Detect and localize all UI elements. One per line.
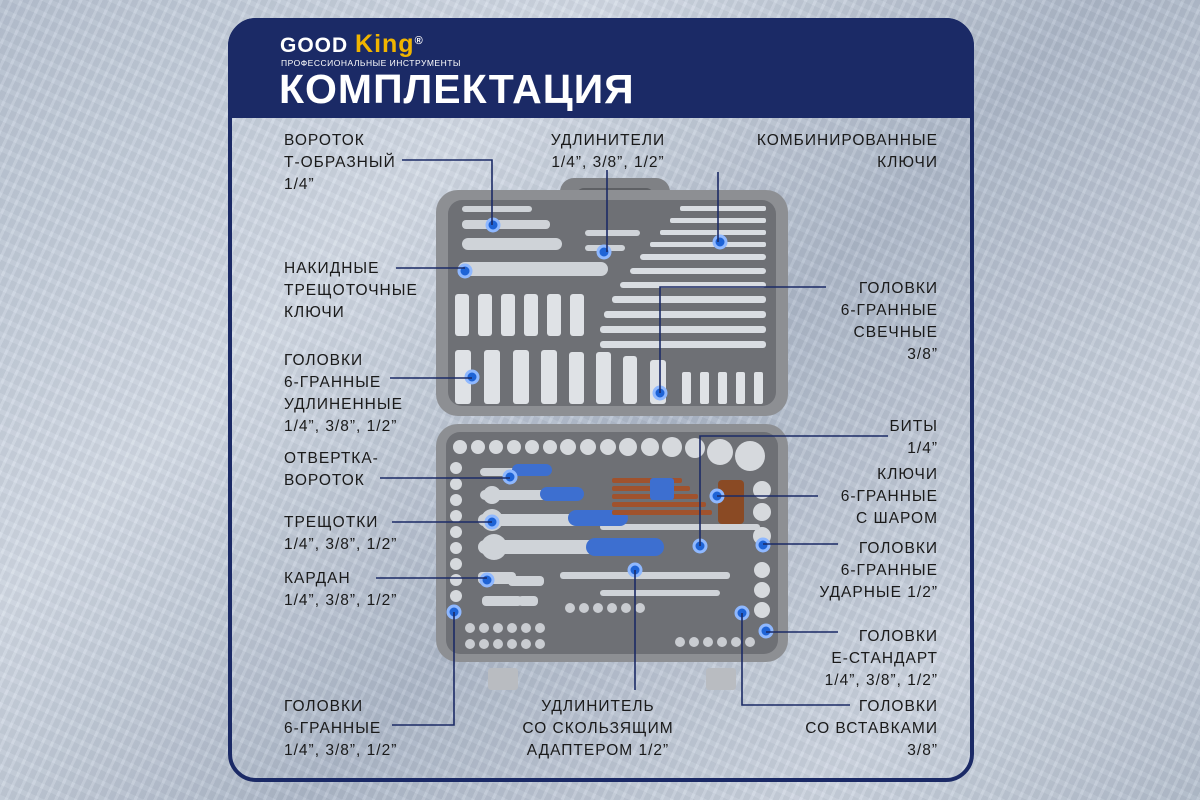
header-banner xyxy=(228,18,974,118)
label-hex-sockets: ГОЛОВКИ 6-ГРАННЫЕ 1/4”, 3/8”, 1/2” xyxy=(284,698,398,759)
label-hex-keys: КЛЮЧИ 6-ГРАННЫЕ С ШАРОМ xyxy=(840,466,938,527)
label-t-handle: ВОРОТОК Т-ОБРАЗНЫЙ 1/4” xyxy=(284,132,396,193)
label-ratchets: ТРЕЩОТКИ 1/4”, 3/8”, 1/2” xyxy=(284,514,398,553)
label-bit-sockets: ГОЛОВКИ СО ВСТАВКАМИ 3/8” xyxy=(805,698,938,759)
label-spark-sockets: ГОЛОВКИ 6-ГРАННЫЕ СВЕЧНЫЕ 3/8” xyxy=(840,280,938,363)
brand-logo: GOOD King® xyxy=(280,30,424,58)
label-deep-sockets: ГОЛОВКИ 6-ГРАННЫЕ УДЛИНЕННЫЕ 1/4”, 3/8”,… xyxy=(284,352,403,435)
label-ratchet-wrenches: НАКИДНЫЕ ТРЕЩОТОЧНЫЕ КЛЮЧИ xyxy=(284,260,418,321)
label-bits: БИТЫ 1/4” xyxy=(889,418,938,457)
brand-tagline: ПРОФЕССИОНАЛЬНЫЕ ИНСТРУМЕНТЫ xyxy=(281,58,461,68)
label-cardan: КАРДАН 1/4”, 3/8”, 1/2” xyxy=(284,570,398,609)
label-extensions: УДЛИНИТЕЛИ 1/4”, 3/8”, 1/2” xyxy=(550,132,666,171)
label-e-sockets: ГОЛОВКИ E-СТАНДАРТ 1/4”, 3/8”, 1/2” xyxy=(824,628,938,689)
label-impact-sockets: ГОЛОВКИ 6-ГРАННЫЕ УДАРНЫЕ 1/2” xyxy=(819,540,938,601)
label-sliding-extension: УДЛИНИТЕЛЬ СО СКОЛЬЗЯЩИМ АДАПТЕРОМ 1/2” xyxy=(522,698,674,759)
label-combo-wrenches: КОМБИНИРОВАННЫЕ КЛЮЧИ xyxy=(756,132,938,171)
page-title: КОМПЛЕКТАЦИЯ xyxy=(279,66,635,112)
label-screwdriver: ОТВЕРТКА- ВОРОТОК xyxy=(284,450,379,489)
